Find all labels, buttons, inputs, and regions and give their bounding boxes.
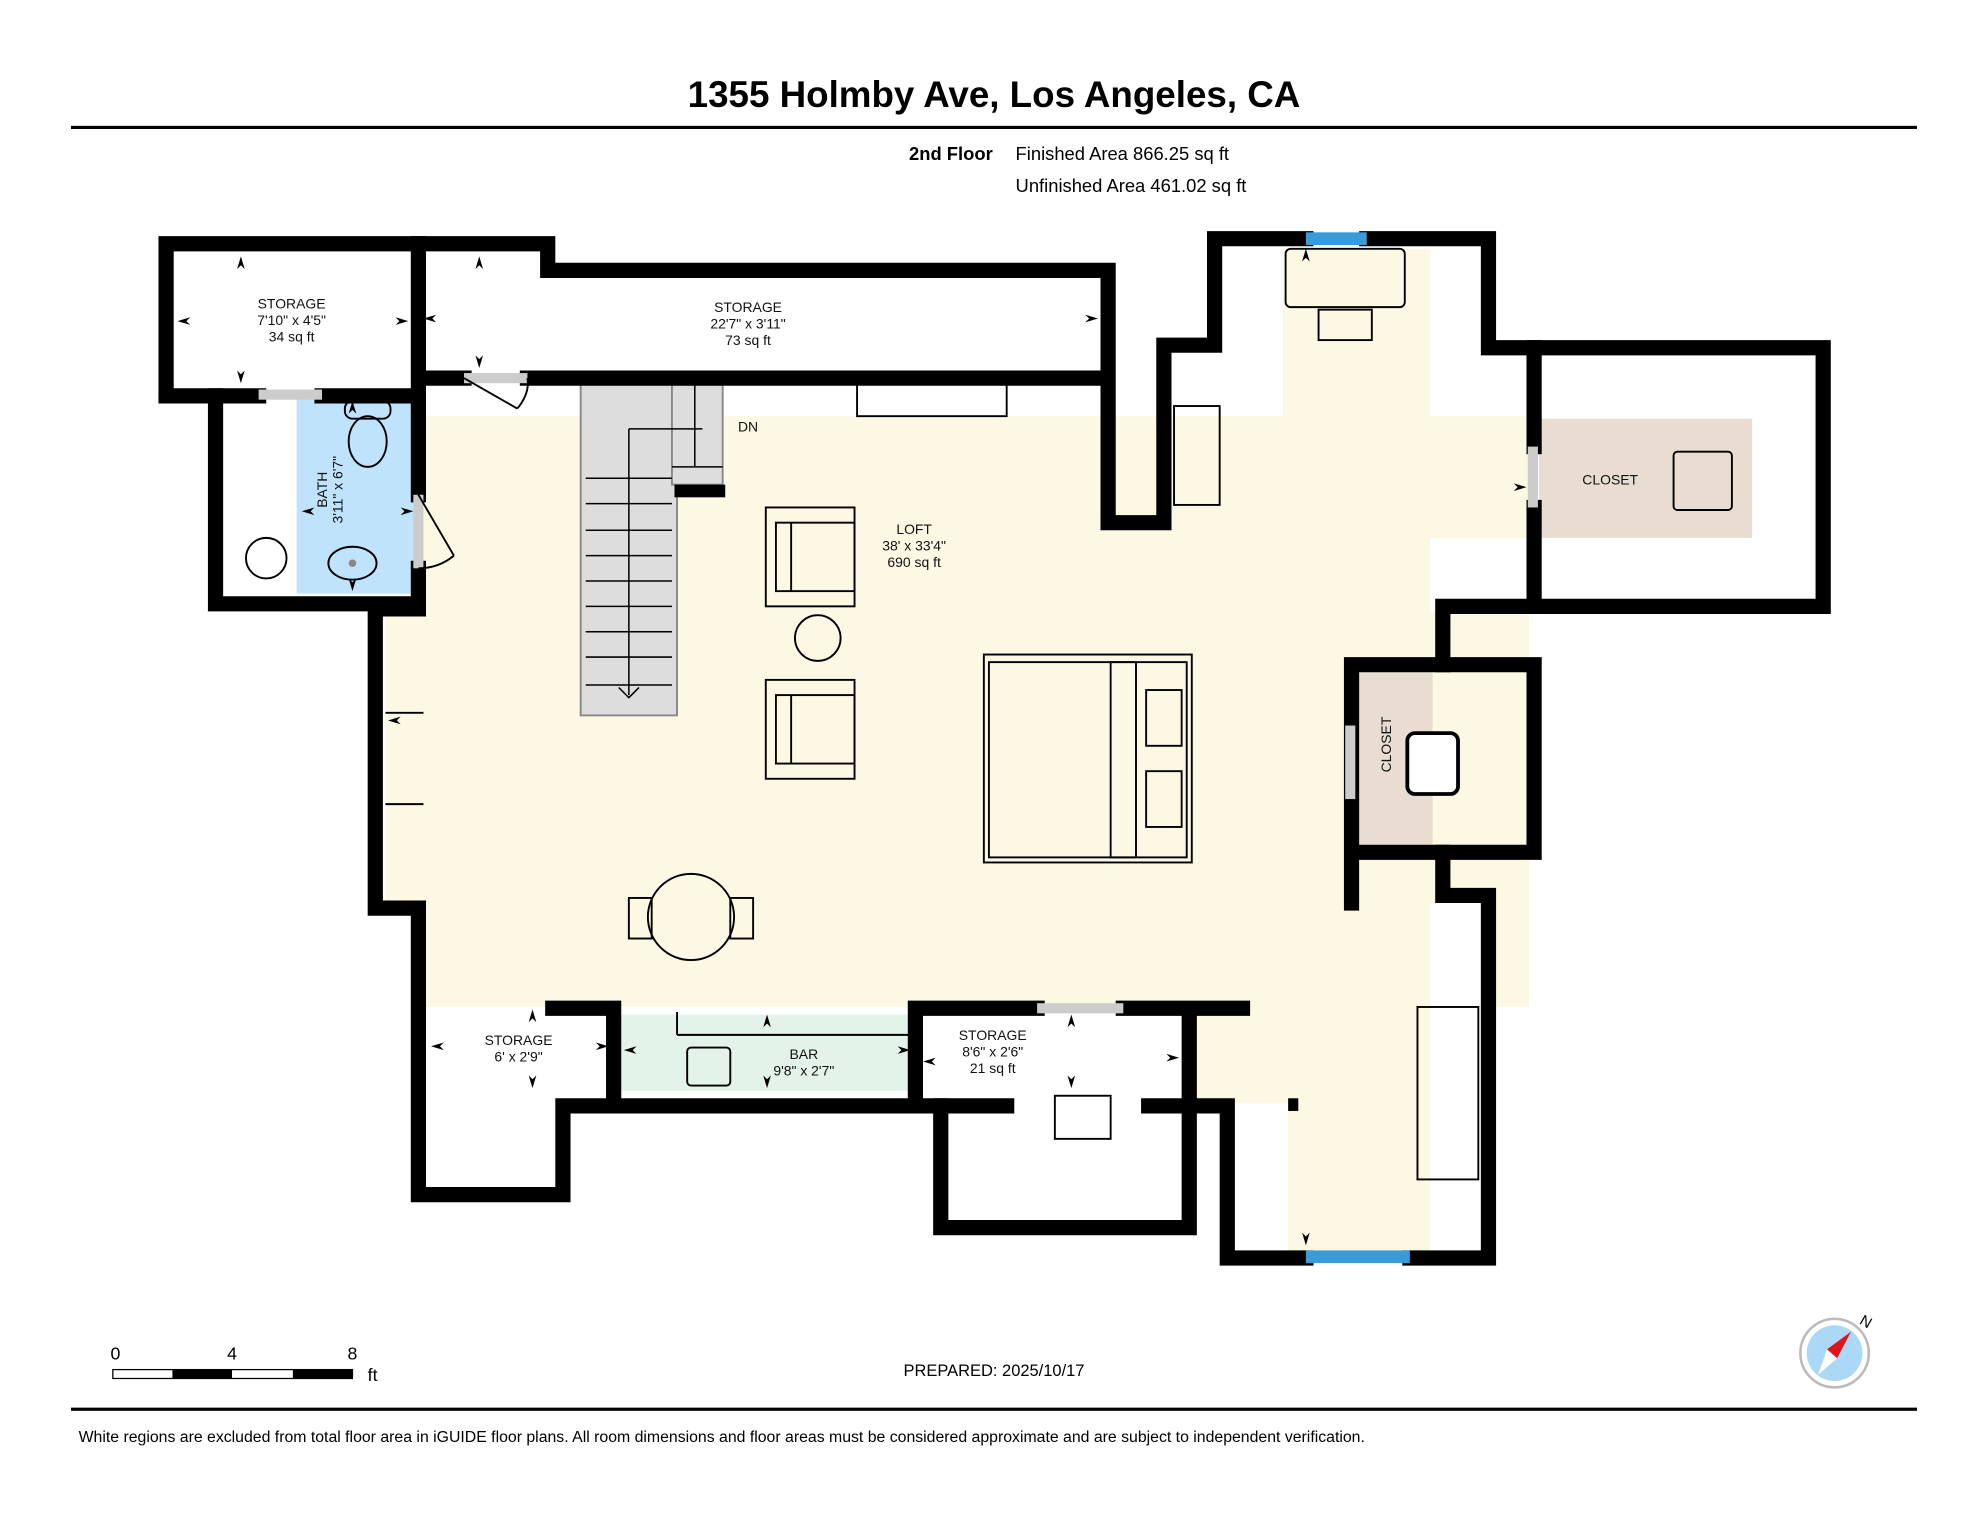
storage-sw-dims: 6' x 2'9" bbox=[494, 1049, 542, 1065]
scale-tick-4: 4 bbox=[227, 1343, 237, 1363]
unfinished-area: Unfinished Area 461.02 sq ft bbox=[1016, 175, 1247, 196]
walls bbox=[158, 231, 1831, 1266]
page-title: 1355 Holmby Ave, Los Angeles, CA bbox=[688, 74, 1301, 115]
bed bbox=[982, 653, 1193, 864]
loft-dims: 38' x 33'4" bbox=[882, 538, 946, 554]
white-nook-e bbox=[1430, 248, 1481, 417]
scale-bar: 0 4 8 ft bbox=[110, 1343, 377, 1385]
wardrobe-se bbox=[1416, 1006, 1480, 1181]
floor-name: 2nd Floor bbox=[909, 143, 993, 164]
dining-chair-r bbox=[729, 897, 755, 940]
desk-chair bbox=[1317, 308, 1373, 342]
opening-closet-mid bbox=[1345, 725, 1356, 800]
loft-area: 690 sq ft bbox=[887, 554, 941, 570]
bath-round-fixture bbox=[245, 536, 288, 580]
staircase: DN bbox=[579, 382, 758, 717]
storage-s-name: STORAGE bbox=[959, 1027, 1027, 1043]
closet-mid-box bbox=[1405, 731, 1460, 796]
bar-sink bbox=[686, 1046, 732, 1087]
door-storage bbox=[463, 377, 529, 410]
storage-n-name: STORAGE bbox=[714, 299, 782, 315]
white-nook-ne bbox=[1171, 357, 1284, 417]
storage-s-dims: 8'6" x 2'6" bbox=[962, 1043, 1023, 1059]
white-strip-se bbox=[1430, 903, 1481, 1253]
bar-name: BAR bbox=[789, 1046, 818, 1062]
bath-fill bbox=[296, 398, 416, 594]
opening-storage-bath bbox=[258, 389, 323, 400]
storage-nw-dims: 7'10" x 4'5" bbox=[257, 312, 326, 328]
loft-fill-north bbox=[1283, 248, 1431, 427]
storage-sw-name: STORAGE bbox=[485, 1032, 553, 1048]
room-labels: STORAGE 7'10" x 4'5" 34 sq ft STORAGE 22… bbox=[257, 295, 1638, 1078]
openings bbox=[258, 232, 1538, 1264]
storage-s-box bbox=[1053, 1094, 1112, 1140]
furniture bbox=[245, 247, 1733, 1181]
dimension-arrows bbox=[177, 248, 1527, 1246]
bath-name: BATH bbox=[314, 472, 330, 508]
stairs-down-label: DN bbox=[738, 418, 758, 434]
opening-storage-s bbox=[1037, 1003, 1124, 1014]
storage-nw-area: 34 sq ft bbox=[269, 328, 315, 344]
scale-unit: ft bbox=[368, 1365, 378, 1385]
storage-n-area: 73 sq ft bbox=[725, 332, 771, 348]
storage-s-area: 21 sq ft bbox=[970, 1060, 1016, 1076]
footer-divider bbox=[71, 1407, 1917, 1411]
window-north bbox=[1305, 232, 1367, 246]
dining-chair-l bbox=[627, 897, 653, 940]
bath-sink bbox=[327, 545, 378, 581]
closet-east-fill bbox=[1539, 418, 1753, 538]
storage-nw-name: STORAGE bbox=[258, 295, 326, 311]
loft-fill-southstrip bbox=[1288, 1103, 1431, 1251]
scale-tick-0: 0 bbox=[110, 1343, 120, 1363]
toilet-tank bbox=[343, 400, 392, 420]
bath-dims: 3'11" x 6'7" bbox=[329, 456, 345, 524]
scale-tick-8: 8 bbox=[348, 1343, 358, 1363]
opening-closet-e bbox=[1527, 446, 1538, 508]
dining-table bbox=[646, 872, 736, 962]
console bbox=[856, 382, 1008, 418]
loft-name: LOFT bbox=[896, 521, 932, 537]
desk bbox=[1284, 247, 1406, 309]
loft-fill-south bbox=[1191, 1006, 1431, 1104]
closet-mid-name: CLOSET bbox=[1378, 716, 1394, 772]
prepared-date: PREPARED: 2025/10/17 bbox=[904, 1362, 1085, 1380]
header-divider bbox=[71, 125, 1917, 129]
toilet-bowl bbox=[347, 415, 388, 468]
side-table bbox=[793, 614, 842, 662]
finished-area: Finished Area 866.25 sq ft bbox=[1016, 143, 1230, 164]
compass: N bbox=[1799, 1312, 1875, 1389]
cabinet bbox=[1173, 405, 1221, 506]
storage-n-dims: 22'7" x 3'11" bbox=[710, 316, 785, 332]
window-south bbox=[1305, 1250, 1410, 1264]
loft-fill-west bbox=[385, 611, 424, 901]
closet-e-box bbox=[1672, 450, 1733, 511]
door-bath bbox=[417, 494, 455, 570]
bar-dims: 9'8" x 2'7" bbox=[773, 1062, 834, 1078]
disclaimer: White regions are excluded from total fl… bbox=[79, 1429, 1365, 1446]
closet-east-name: CLOSET bbox=[1582, 472, 1638, 488]
